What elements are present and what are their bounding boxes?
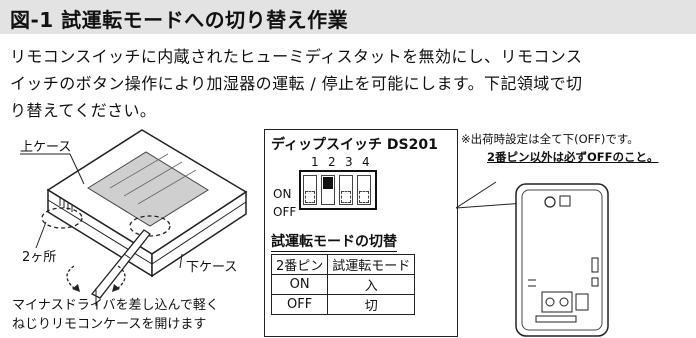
- description-line-3: り替えてください。: [10, 101, 157, 120]
- table-header-mode: 試運転モード: [327, 254, 416, 275]
- table-cell: OFF: [270, 294, 329, 315]
- table-row: ON 入: [270, 274, 416, 295]
- dip-switch-body: [299, 170, 377, 210]
- table-cell: 入: [327, 274, 416, 295]
- dip-switch-slot-4: [357, 175, 371, 205]
- dip-switch-slot-2: [321, 175, 335, 205]
- table-row: OFF 切: [270, 294, 416, 315]
- switch-number-4: 4: [362, 155, 370, 169]
- instruction-line-2: ねじりリモコンケースを開けます: [12, 317, 207, 332]
- mode-table-heading: 試運転モードの切替: [271, 231, 397, 252]
- page-title: 図-1 試運転モードへの切り替え作業: [10, 8, 349, 32]
- dip-switch-title: ディップスイッチ DS201: [271, 137, 438, 153]
- switch-number-3: 3: [345, 155, 353, 169]
- factory-setting-note: ※出荷時設定は全て下(OFF)です。: [461, 132, 639, 146]
- on-label: ON: [273, 187, 292, 201]
- table-cell: ON: [270, 274, 329, 295]
- switch-number-1: 1: [311, 155, 319, 169]
- upper-case-label: 上ケース: [20, 140, 72, 155]
- table-header-pin: 2番ピン: [270, 254, 329, 275]
- warning-note: 2番ピン以外は必ずOFFのこと。: [487, 150, 659, 164]
- table-cell: 切: [327, 294, 416, 315]
- dip-switch-slot-3: [339, 175, 353, 205]
- two-places-label: 2ヶ所: [22, 250, 57, 265]
- description-line-1: リモコンスイッチに内蔵されたヒューミディスタットを無効にし、リモコンス: [10, 47, 583, 66]
- switch-number-2: 2: [328, 155, 336, 169]
- dip-switch-knob-2: [323, 177, 333, 189]
- dip-switch-knob-4: [359, 191, 369, 203]
- mode-table: 2番ピン 試運転モード ON 入 OFF 切: [270, 254, 416, 315]
- title-bar: [0, 0, 696, 34]
- dip-switch-slot-1: [303, 175, 317, 205]
- lower-case-label: 下ケース: [186, 260, 238, 275]
- dip-switch-panel: ディップスイッチ DS201 1 2 3 4 ON OFF 試運転モードの切替 …: [264, 129, 458, 337]
- remote-case-illustration: [20, 129, 248, 306]
- table-header-row: 2番ピン 試運転モード: [270, 254, 416, 275]
- instruction-line-1: マイナスドライバを差し込んで軽く: [12, 298, 219, 313]
- remote-pcb-illustration: [456, 181, 609, 337]
- description-line-2: イッチのボタン操作により加湿器の運転 / 停止を可能にします。下記領域で切: [10, 74, 583, 93]
- dip-switch-knob-1: [305, 191, 315, 203]
- dip-switch-knob-3: [341, 191, 351, 203]
- off-label: OFF: [273, 205, 297, 219]
